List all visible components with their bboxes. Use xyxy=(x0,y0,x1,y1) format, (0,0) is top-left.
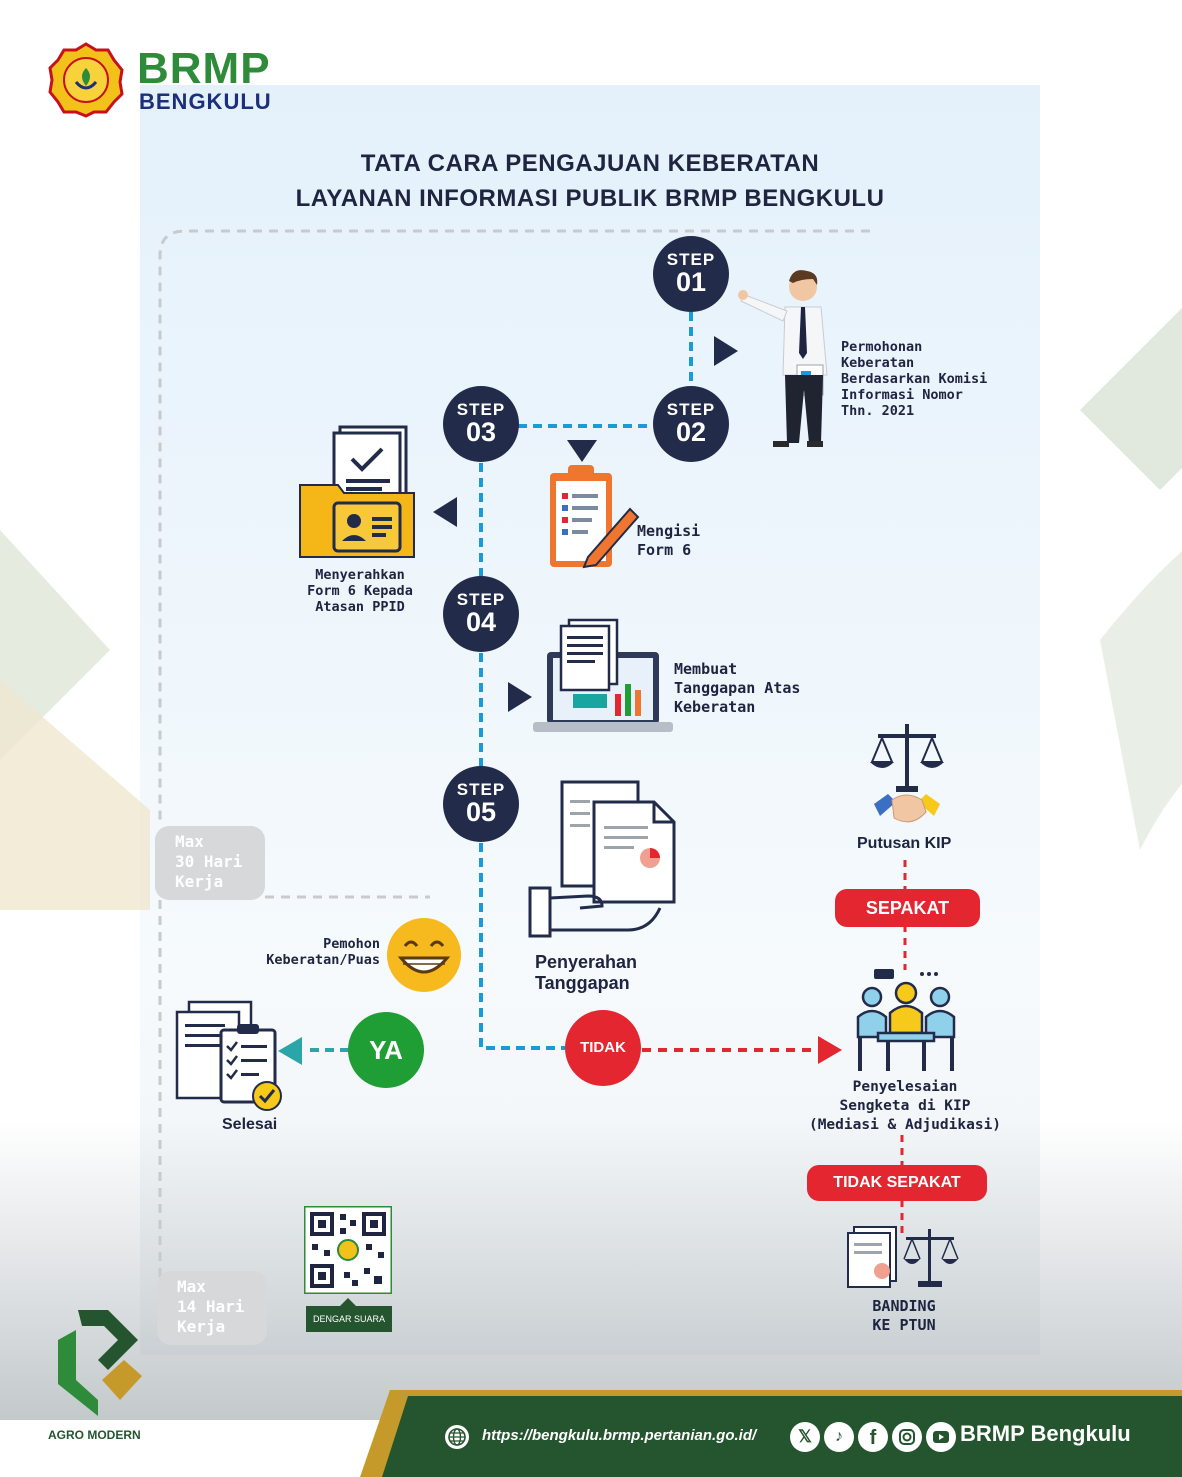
putusan-kip-label: Putusan KIP xyxy=(857,835,952,852)
brand-region: BENGKULU xyxy=(139,89,272,114)
arrow-left-teal-icon xyxy=(278,1037,302,1065)
decorative-leaf-right xyxy=(1080,308,1182,850)
social-handle: BRMP Bengkulu xyxy=(960,1421,1131,1446)
businessman-icon xyxy=(738,270,828,447)
hand-documents-icon xyxy=(528,780,676,938)
agro-modern-logo-icon xyxy=(58,1310,142,1416)
folder-id-card-icon xyxy=(299,425,415,558)
tidak-sepakat-badge: TIDAK SEPAKAT xyxy=(807,1165,987,1201)
decision-no-circle: TIDAK xyxy=(565,1010,641,1086)
mediation-meeting-icon xyxy=(856,969,956,1071)
brand-name: BRMP xyxy=(137,44,271,93)
kementan-seal-icon xyxy=(48,42,124,118)
documents-scales-icon xyxy=(847,1226,959,1288)
arrow-right-red-icon xyxy=(818,1036,842,1064)
facebook-social-icon[interactable]: f xyxy=(858,1422,888,1452)
arrow-down-icon xyxy=(567,440,597,462)
qr-code[interactable] xyxy=(304,1206,392,1294)
agro-modern-text: AGRO MODERN xyxy=(48,1428,141,1442)
scales-handshake-icon xyxy=(870,724,944,823)
dengar-suara-caption: DENGAR SUARA xyxy=(306,1306,392,1332)
globe-icon xyxy=(445,1425,469,1449)
checklist-done-icon xyxy=(175,1000,282,1111)
decorative-leaf-left xyxy=(0,530,150,910)
arrow-right-icon xyxy=(508,682,532,712)
x-social-icon[interactable]: 𝕏 xyxy=(790,1422,820,1452)
grinning-face-icon xyxy=(387,918,461,992)
arrow-right-icon xyxy=(714,336,738,366)
title-line-1: TATA CARA PENGAJUAN KEBERATAN xyxy=(360,150,820,177)
youtube-social-icon[interactable] xyxy=(926,1422,956,1452)
website-link[interactable]: https://bengkulu.brmp.pertanian.go.id/ xyxy=(482,1427,757,1444)
clipboard-form-icon xyxy=(550,465,640,569)
instagram-social-icon[interactable] xyxy=(892,1422,922,1452)
arrow-left-icon xyxy=(433,497,457,527)
sepakat-badge: SEPAKAT xyxy=(835,889,980,927)
laptop-report-icon xyxy=(533,618,673,732)
selesai-label: Selesai xyxy=(222,1116,278,1133)
decision-yes-circle: YA xyxy=(348,1012,424,1088)
caption-pointer-icon xyxy=(340,1298,356,1306)
tiktok-social-icon[interactable]: ♪ xyxy=(824,1422,854,1452)
title-line-2: LAYANAN INFORMASI PUBLIK BRMP BENGKULU xyxy=(295,185,885,212)
footer-bar xyxy=(360,1390,1182,1477)
